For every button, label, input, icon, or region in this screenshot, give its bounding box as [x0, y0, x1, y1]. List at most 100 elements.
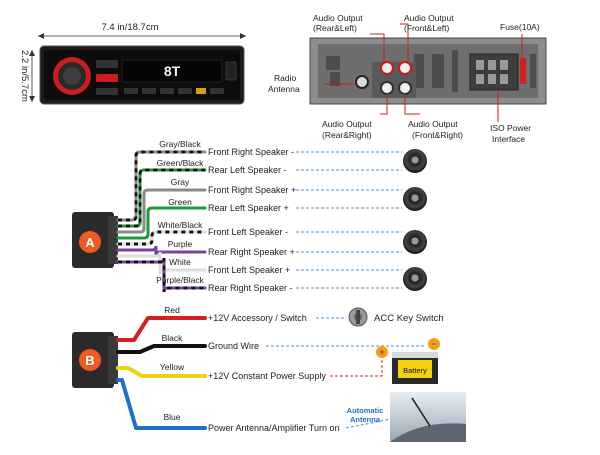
wire-a-stripe-8	[118, 257, 205, 293]
wire-b-function-label: +12V Constant Power Supply	[208, 371, 326, 381]
rca-front-left	[398, 61, 412, 75]
wire-b-color-label: Blue	[163, 412, 180, 422]
wire-b-4	[116, 378, 207, 430]
acc-key-switch-label: ACC Key Switch	[374, 313, 444, 324]
rca-rear-right	[380, 81, 394, 95]
wire-b-function-label: +12V Accessory / Switch	[208, 313, 307, 323]
wire-b-function-label: Power Antenna/Amplifier Turn on	[208, 423, 340, 433]
battery: Battery + −	[376, 338, 440, 384]
wire-a-3	[116, 188, 207, 234]
rca-front-right	[398, 81, 412, 95]
width-arrow-right-icon	[240, 33, 246, 39]
lcd-display	[121, 59, 223, 83]
height-arrow-up-icon	[29, 50, 35, 56]
label-radio-2: Antenna	[268, 84, 300, 94]
wire-a-color-label: Purple	[168, 239, 193, 249]
wire-b-2	[116, 344, 207, 354]
label-audio-out-fr-1: Audio Output	[408, 119, 458, 129]
wire-b-1	[116, 316, 207, 342]
width-dimension: 7.4 in/18.7cm	[38, 22, 246, 39]
wire-a-function-label: Rear Right Speaker +	[208, 247, 295, 257]
preset-buttons	[124, 88, 224, 94]
battery-plus-dash	[380, 358, 383, 377]
wire-a-6	[116, 245, 207, 257]
label-audio-out-fl-2: (Front&Left)	[404, 23, 450, 33]
wire-a-4	[116, 206, 207, 240]
label-audio-out-fl-1: Audio Output	[404, 13, 454, 23]
label-audio-out-rl-2: (Rear&Left)	[313, 23, 357, 33]
wire-a-function-label: Front Left Speaker +	[208, 265, 290, 275]
battery-plus-icon	[376, 346, 388, 358]
head-unit-front: 8T	[39, 45, 245, 105]
wire-a-5	[116, 230, 207, 246]
wire-a-color-label: Gray/Black	[159, 139, 201, 149]
width-arrow-left-icon	[38, 33, 44, 39]
antenna-mast-icon	[411, 397, 431, 427]
wire-a-2	[116, 168, 207, 228]
antenna-label-1: Automatic	[347, 406, 384, 415]
height-dimension: 2.2 in/5.7cm	[19, 50, 35, 102]
aux-port	[196, 88, 206, 94]
battery-minus-icon	[428, 338, 440, 350]
wire-a-color-label: White/Black	[158, 220, 204, 230]
automatic-antenna: Automatic Antenna	[347, 392, 466, 442]
label-iso-1: ISO Power	[490, 123, 531, 133]
wire-b-color-label: Black	[162, 333, 184, 343]
battery-label: Battery	[403, 366, 427, 375]
preset-1-button[interactable]	[124, 88, 138, 94]
connector-b-badge	[79, 349, 101, 371]
wire-a-color-label: Purple/Black	[156, 275, 204, 285]
preset-4-button[interactable]	[178, 88, 192, 94]
wire-b-color-label: Red	[164, 305, 180, 315]
iso-connector	[469, 53, 519, 91]
wire-a-color-label: Green	[168, 197, 192, 207]
wire-a-function-label: Front Right Speaker -	[208, 147, 294, 157]
fuse-icon	[520, 58, 526, 84]
rear-callouts	[324, 23, 523, 122]
label-audio-out-fr-2: (Front&Right)	[412, 130, 463, 140]
preset-2-button[interactable]	[142, 88, 156, 94]
head-unit-rear	[309, 37, 547, 105]
label-iso-2: Interface	[492, 134, 525, 144]
svg-text:+: +	[379, 347, 384, 357]
wire-a-function-label: Rear Right Speaker -	[208, 283, 293, 293]
usb-port	[225, 61, 237, 81]
lcd-text: 8T	[164, 63, 181, 79]
connector-b-label: B	[85, 353, 94, 368]
preset-5-button[interactable]	[210, 88, 224, 94]
label-audio-out-rr-2: (Rear&Right)	[322, 130, 372, 140]
wire-a-stripe-2	[118, 168, 205, 228]
wire-a-function-label: Rear Left Speaker +	[208, 203, 289, 213]
width-label: 7.4 in/18.7cm	[101, 22, 158, 33]
connector-a-label: A	[85, 235, 95, 250]
wire-b-3	[116, 366, 207, 378]
wire-a-function-label: Front Left Speaker -	[208, 227, 288, 237]
antenna-label-2: Antenna	[350, 415, 381, 424]
label-audio-out-rl-1: Audio Output	[313, 13, 363, 23]
label-radio-1: Radio	[274, 73, 296, 83]
wire-a-function-label: Front Right Speaker +	[208, 185, 296, 195]
height-arrow-down-icon	[29, 96, 35, 102]
preset-3-button[interactable]	[160, 88, 174, 94]
svg-text:−: −	[431, 339, 436, 349]
label-audio-out-rr-1: Audio Output	[322, 119, 372, 129]
button-band[interactable]	[96, 74, 118, 82]
acc-key-switch: ACC Key Switch	[348, 307, 444, 327]
wire-b-function-label: Ground Wire	[208, 341, 259, 351]
button-menu[interactable]	[96, 88, 118, 95]
wire-b-color-label: Yellow	[160, 362, 185, 372]
button-mode[interactable]	[96, 60, 118, 68]
rca-rear-left	[380, 61, 394, 75]
wire-a-function-label: Rear Left Speaker -	[208, 165, 287, 175]
wire-a-color-label: White	[169, 257, 191, 267]
wire-a-color-label: Gray	[171, 177, 190, 187]
height-label: 2.2 in/5.7cm	[19, 50, 30, 102]
connector-a-badge	[79, 231, 101, 253]
antenna-socket	[355, 75, 369, 89]
rear-labels: Audio Output (Rear&Left) Audio Output (F…	[268, 13, 540, 144]
wire-a-stripe-1	[118, 150, 205, 222]
